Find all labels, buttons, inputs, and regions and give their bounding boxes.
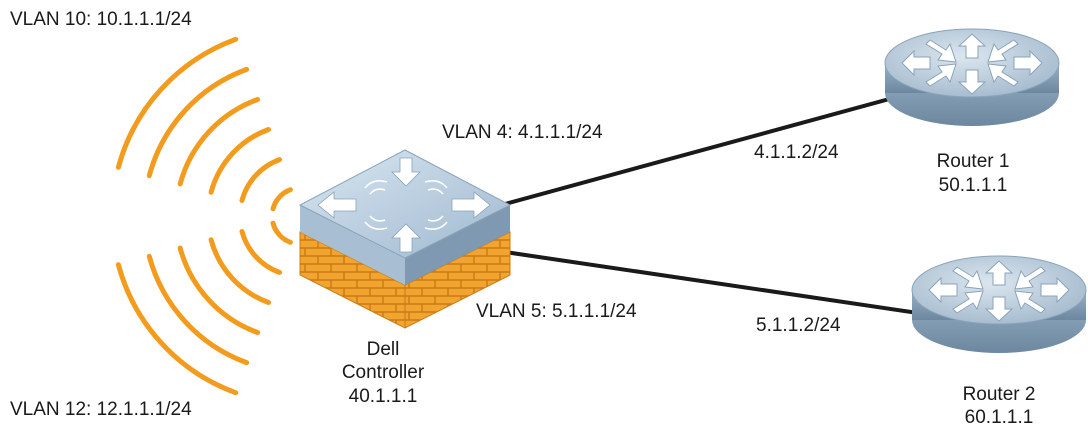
router2-ip: 60.1.1.1 [964,407,1034,428]
router1-name: Router 1 [936,151,1010,172]
router-1-icon [884,28,1060,126]
wifi-wave-upper-4 [177,97,261,187]
controller-name-line2: Controller [341,362,425,383]
link-controller-router1 [503,96,895,206]
router-2-icon [911,255,1087,353]
vlan10-label: VLAN 10: 10.1.1.1/24 [10,9,192,30]
wifi-waves-icon [115,36,293,396]
router1-ip: 50.1.1.1 [938,175,1008,196]
wifi-wave-lower-1 [270,220,293,245]
wifi-wave-lower-5 [146,253,250,366]
wifi-wave-upper-2 [239,157,282,203]
wifi-wave-upper-6 [115,36,239,170]
link2-ip-label: 5.1.1.2/24 [756,315,841,336]
controller-name-line1: Dell [366,339,400,360]
wifi-wave-upper-5 [146,66,250,179]
wifi-wave-upper-3 [208,127,271,195]
wifi-wave-lower-3 [208,237,271,305]
wireless-controller-icon [298,149,512,329]
controller-ip: 40.1.1.1 [348,386,418,407]
vlan12-label: VLAN 12: 12.1.1.1/24 [10,399,192,420]
vlan5-label: VLAN 5: 5.1.1.1/24 [476,301,637,322]
wifi-wave-lower-2 [239,229,282,275]
vlan4-label: VLAN 4: 4.1.1.1/24 [442,122,603,143]
wifi-wave-upper-1 [270,187,293,212]
wifi-wave-lower-6 [115,262,239,396]
link1-ip-label: 4.1.1.2/24 [754,142,839,163]
link-controller-router2 [503,250,920,315]
wifi-wave-lower-4 [177,245,261,335]
router2-name: Router 2 [962,384,1036,405]
